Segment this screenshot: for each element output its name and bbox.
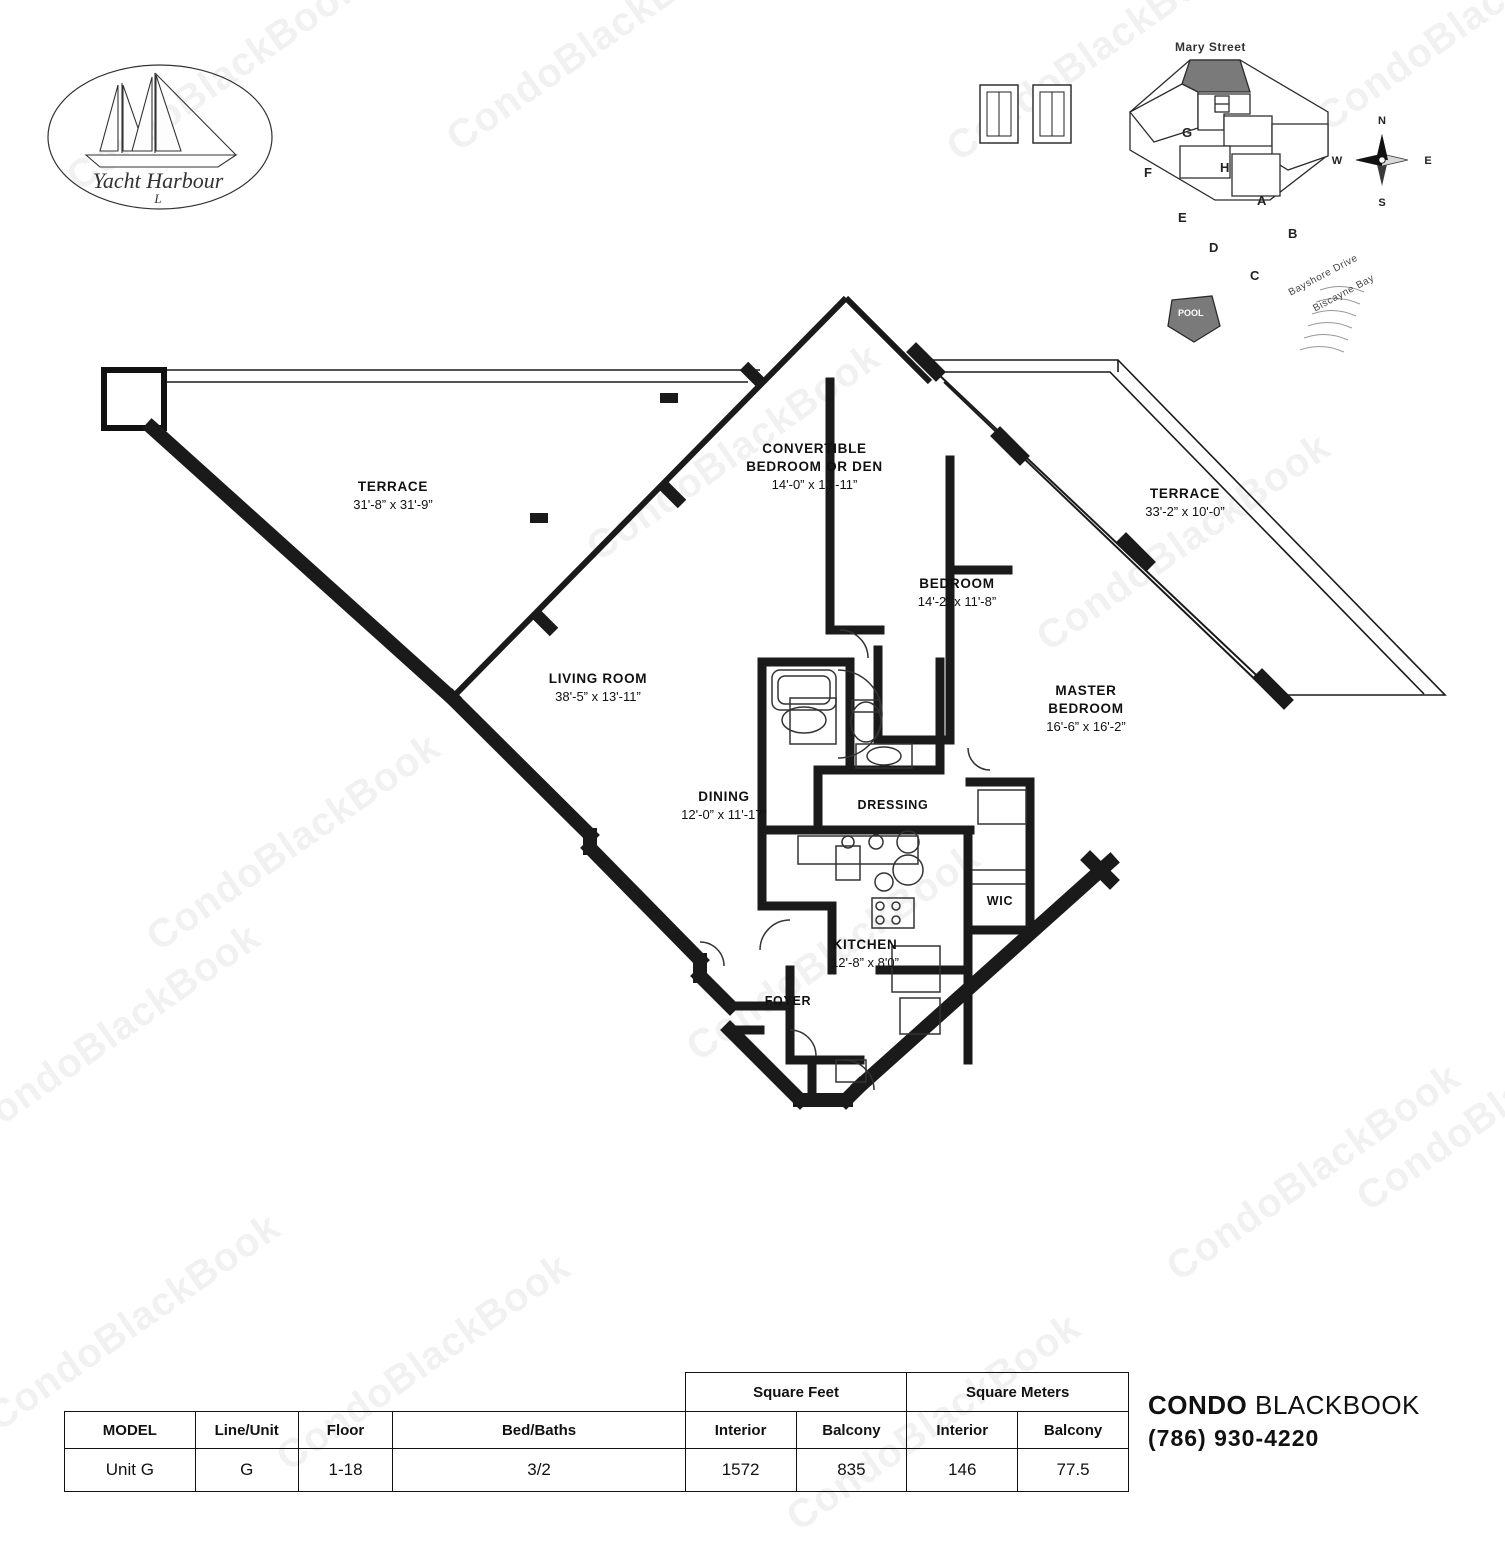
room-label-convertible-bedroom: CONVERTIBLE BEDROOM OR DEN 14'-0” x 13'-… bbox=[746, 441, 883, 493]
key-plan-pool-label: POOL bbox=[1178, 308, 1204, 318]
compass-s: S bbox=[1378, 197, 1385, 209]
key-plan: Mary Street P bbox=[1120, 30, 1480, 370]
cell-sm-balcony: 77.5 bbox=[1017, 1448, 1129, 1492]
svg-text:Yacht Harbour: Yacht Harbour bbox=[93, 168, 224, 193]
room-label-foyer: FOYER bbox=[764, 994, 812, 1008]
room-label-terrace-right: TERRACE 33'-2” x 10'-0” bbox=[1145, 486, 1225, 520]
table-col-sm-interior: Interior bbox=[906, 1411, 1019, 1449]
table-col-sf-interior: Interior bbox=[684, 1411, 797, 1449]
table-group-header-row: Square Feet Square Meters bbox=[65, 1372, 1129, 1412]
compass-n: N bbox=[1378, 115, 1386, 127]
brand-name: CONDO BLACKBOOK bbox=[1148, 1390, 1420, 1420]
table-col-sm-balcony: Balcony bbox=[1017, 1411, 1129, 1449]
key-plan-unit-h: H bbox=[1220, 160, 1230, 175]
key-plan-unit-d: D bbox=[1209, 240, 1219, 255]
yacht-harbour-logo: Yacht Harbour L bbox=[40, 55, 290, 225]
table-header-row: MODEL Line/Unit Floor Bed/Baths Interior… bbox=[64, 1411, 1129, 1449]
table-col-model: MODEL bbox=[64, 1411, 196, 1449]
brand-block: CONDO BLACKBOOK (786) 930-4220 bbox=[1148, 1390, 1420, 1452]
table-col-line-unit: Line/Unit bbox=[194, 1411, 299, 1449]
brand-phone: (786) 930-4220 bbox=[1148, 1425, 1320, 1451]
table-spacer bbox=[65, 1373, 686, 1412]
room-label-kitchen: KITCHEN 12'-8” x 8'0” bbox=[831, 937, 899, 971]
specifications-table: Square Feet Square Meters MODEL Line/Uni… bbox=[64, 1372, 1129, 1492]
key-plan-unit-f: F bbox=[1144, 165, 1152, 180]
room-label-wic: WIC bbox=[986, 894, 1014, 908]
room-label-master-bedroom: MASTER BEDROOM 16'-6” x 16'-2” bbox=[1046, 683, 1126, 735]
room-label-dining: DINING 12'-0” x 11'-17” bbox=[681, 789, 767, 823]
table-col-floor: Floor bbox=[297, 1411, 394, 1449]
room-label-terrace-left: TERRACE 31'-8” x 31'-9” bbox=[353, 479, 433, 513]
cell-sm-interior: 146 bbox=[906, 1448, 1019, 1492]
door-symbols bbox=[975, 80, 1085, 155]
key-plan-unit-c: C bbox=[1250, 268, 1260, 283]
floor-plan: TERRACE 31'-8” x 31'-9” CONVERTIBLE BEDR… bbox=[0, 270, 1505, 1130]
table-group-square-feet: Square Feet bbox=[684, 1372, 908, 1412]
room-label-dressing: DRESSING bbox=[857, 798, 929, 812]
key-plan-unit-g: G bbox=[1182, 125, 1193, 140]
key-plan-unit-a: A bbox=[1257, 193, 1267, 208]
svg-text:L: L bbox=[153, 191, 161, 206]
compass-rose: N S E W bbox=[1330, 110, 1435, 210]
key-plan-unit-b: B bbox=[1288, 226, 1298, 241]
room-label-living-room: LIVING ROOM 38'-5” x 13'-11” bbox=[548, 671, 648, 705]
compass-w: W bbox=[1332, 155, 1343, 167]
compass-e: E bbox=[1424, 155, 1431, 167]
key-plan-unit-e: E bbox=[1178, 210, 1187, 225]
room-label-bedroom: BEDROOM 14'-2” x 11'-8” bbox=[917, 576, 997, 610]
table-row: Unit G G 1-18 3/2 1572 835 146 77.5 bbox=[64, 1448, 1129, 1492]
cell-sf-interior: 1572 bbox=[684, 1448, 797, 1492]
cell-floor: 1-18 bbox=[297, 1448, 394, 1492]
table-group-square-meters: Square Meters bbox=[906, 1372, 1129, 1412]
table-col-bed-baths: Bed/Baths bbox=[392, 1411, 686, 1449]
cell-model: Unit G bbox=[64, 1448, 196, 1492]
cell-sf-balcony: 835 bbox=[795, 1448, 908, 1492]
table-col-sf-balcony: Balcony bbox=[795, 1411, 908, 1449]
watermark: CondoBlackBook bbox=[438, 0, 749, 160]
cell-line-unit: G bbox=[194, 1448, 299, 1492]
key-plan-street-label: Mary Street bbox=[1175, 40, 1246, 54]
cell-bed-baths: 3/2 bbox=[392, 1448, 686, 1492]
